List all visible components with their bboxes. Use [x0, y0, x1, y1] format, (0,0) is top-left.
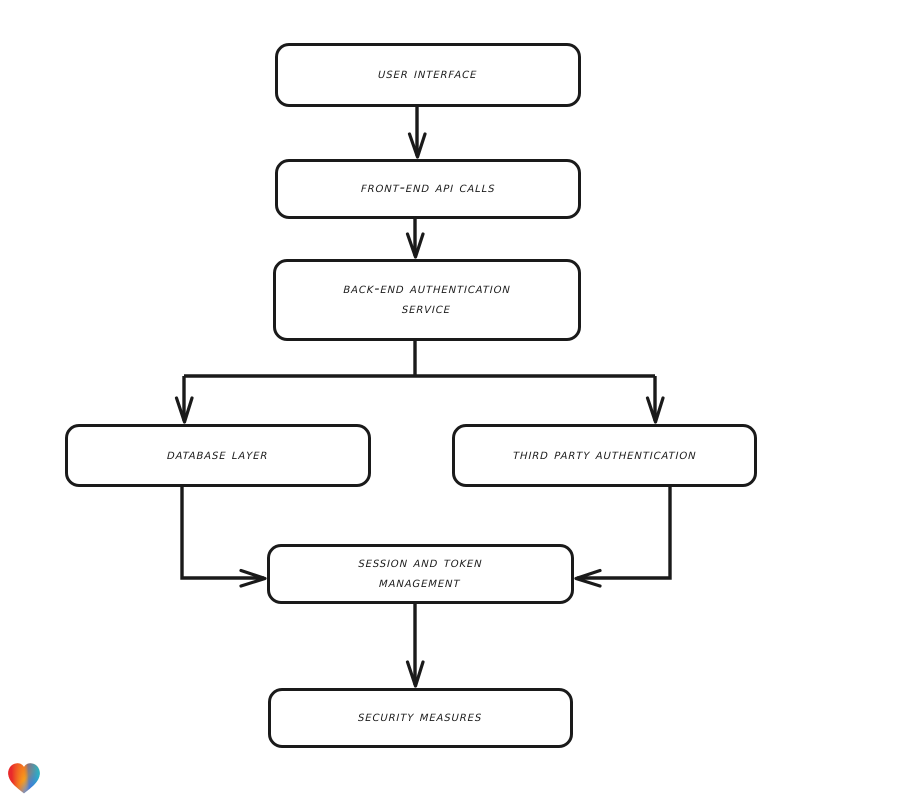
- edge-ui-to-api: [407, 107, 427, 159]
- node-label: Security Measures: [358, 709, 483, 726]
- node-database-layer[interactable]: Database Layer: [65, 424, 371, 487]
- edge-session-to-security: [405, 604, 425, 688]
- edge-backend-to-third: [645, 376, 665, 424]
- node-third-party-auth[interactable]: Third Party Authentication: [452, 424, 757, 487]
- node-front-end-api-calls[interactable]: Front-End API Calls: [275, 159, 581, 219]
- edge-db-to-session: [180, 487, 267, 588]
- node-label: User Interface: [378, 66, 478, 83]
- edge-third-to-session: [574, 487, 672, 588]
- edge-backend-split-bus: [184, 341, 655, 378]
- node-security-measures[interactable]: Security Measures: [268, 688, 573, 748]
- heart-icon: [8, 763, 40, 794]
- node-label: Database Layer: [167, 446, 269, 463]
- node-label: Third Party Authentication: [512, 446, 697, 463]
- node-label: Session and Token Management: [358, 555, 484, 591]
- node-label: Back-End Authentication Service: [343, 281, 512, 317]
- node-back-end-auth-service[interactable]: Back-End Authentication Service: [273, 259, 581, 341]
- node-label: Front-End API Calls: [360, 180, 496, 197]
- node-user-interface[interactable]: User Interface: [275, 43, 581, 107]
- edge-backend-to-db: [174, 376, 194, 424]
- node-session-token-management[interactable]: Session and Token Management: [267, 544, 574, 604]
- edge-api-to-backend: [405, 219, 425, 259]
